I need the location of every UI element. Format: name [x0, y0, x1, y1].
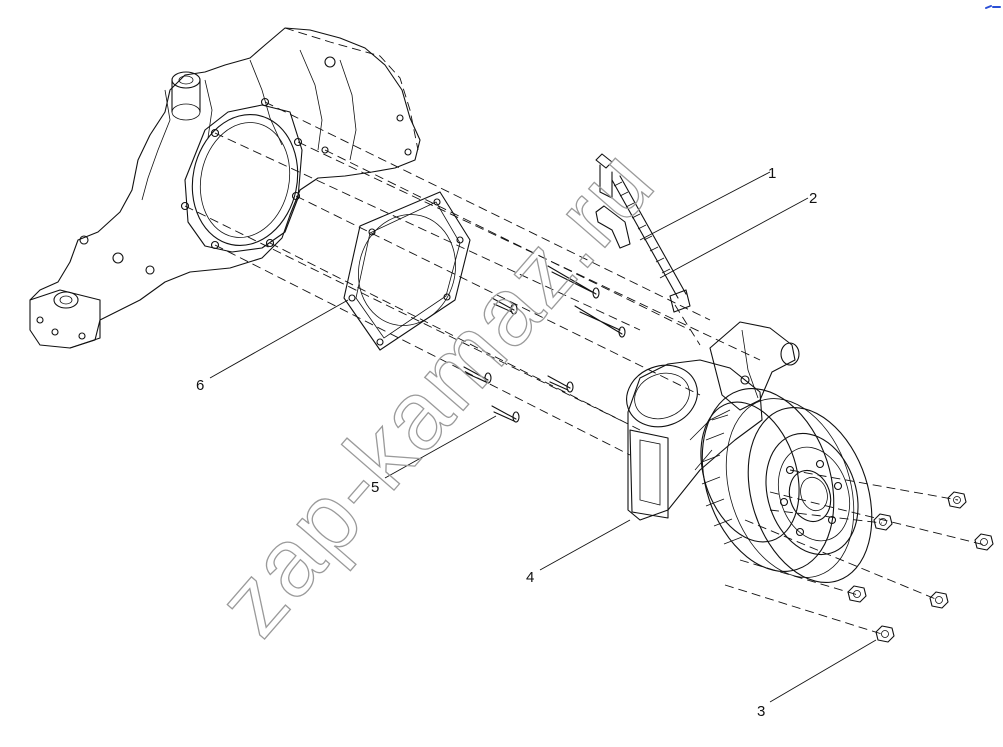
nuts — [847, 491, 994, 643]
studs — [463, 265, 626, 423]
nut — [875, 625, 895, 643]
nut — [947, 491, 967, 509]
stud — [491, 297, 518, 315]
assembly-center-lines — [184, 101, 986, 636]
callout-5: 5 — [371, 479, 379, 496]
watermark: zap-kamaz.ru — [197, 129, 675, 656]
stud — [547, 265, 600, 299]
stud — [547, 375, 574, 393]
stud — [491, 405, 520, 423]
engine-housing — [29, 27, 421, 349]
sensor-rod — [595, 153, 691, 313]
callout-labels: 1 2 3 4 5 6 — [196, 165, 817, 720]
nut — [974, 533, 994, 551]
nut — [847, 585, 867, 603]
gasket — [343, 191, 471, 351]
water-pump — [626, 321, 873, 584]
callout-1: 1 — [768, 165, 776, 182]
callout-3: 3 — [757, 703, 765, 720]
leader-lines — [209, 171, 877, 703]
nut — [929, 591, 949, 609]
nut — [873, 513, 893, 531]
stud — [574, 305, 626, 338]
stud — [463, 366, 492, 384]
callout-4: 4 — [526, 569, 534, 586]
corner-mark-icon — [985, 5, 1001, 9]
callout-6: 6 — [196, 377, 204, 394]
callout-2: 2 — [809, 190, 817, 207]
